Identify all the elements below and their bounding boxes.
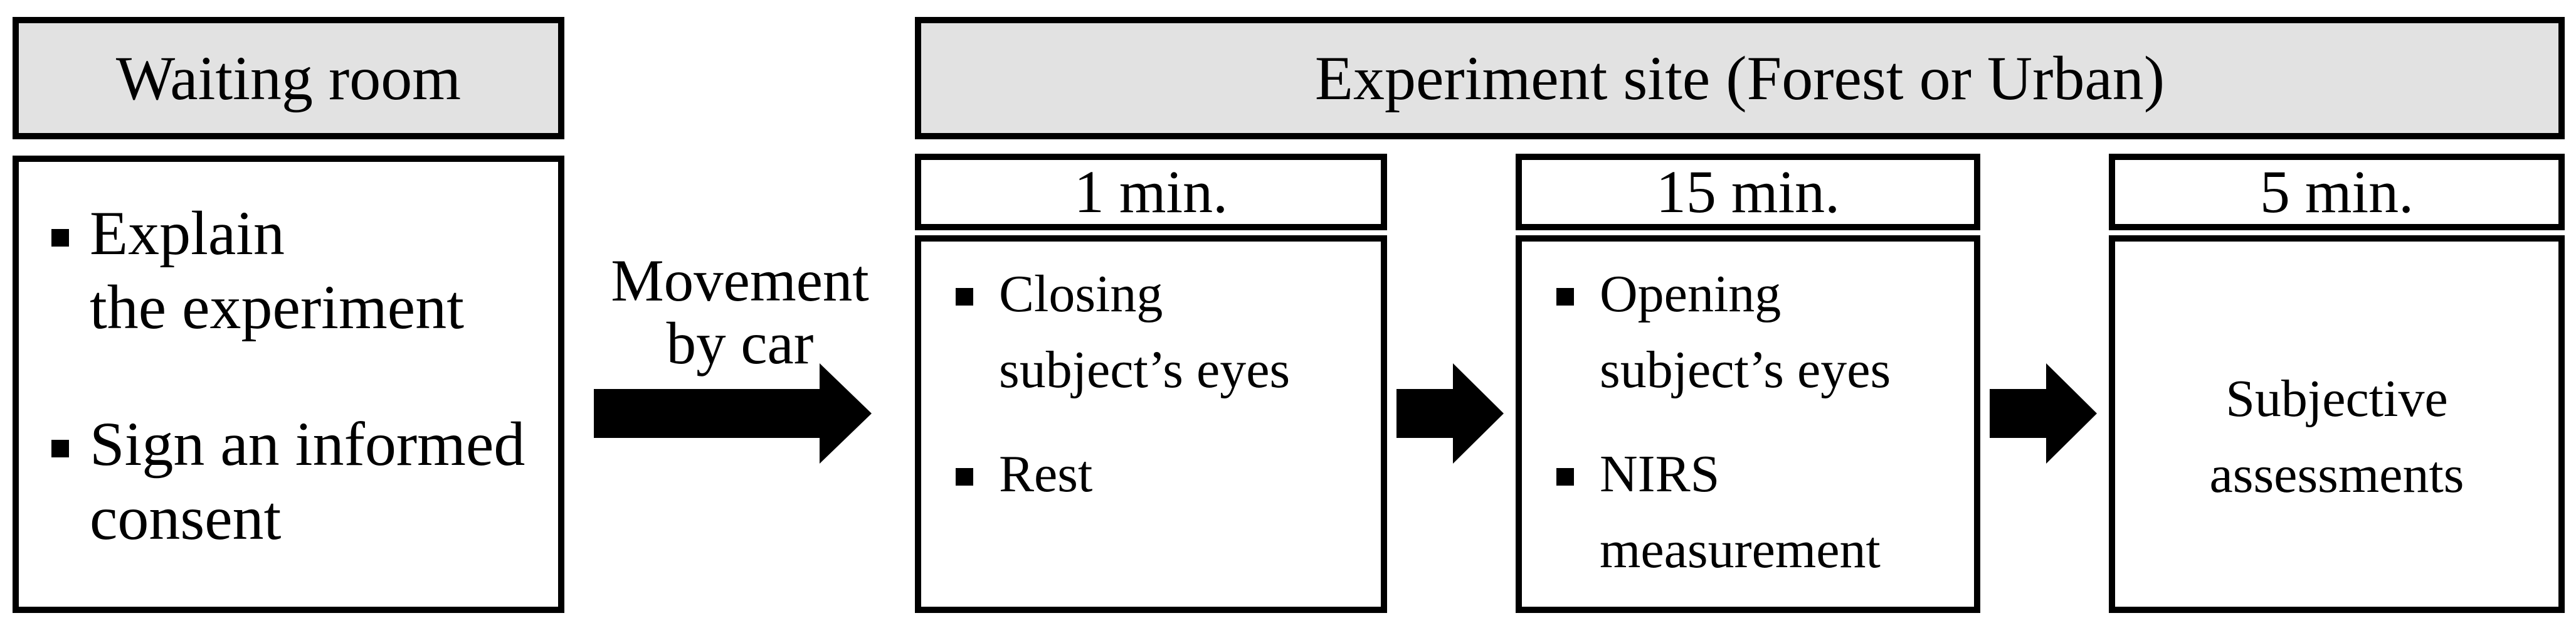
waiting-room-box: Explain the experiment Sign an informed … (13, 156, 564, 613)
phase3-duration-box: 5 min. (2109, 154, 2565, 230)
square-bullet-icon (51, 440, 69, 457)
phase1-box: Closing subject’s eyes Rest (915, 235, 1387, 613)
waiting-room-header: Waiting room (13, 17, 564, 139)
phase3-duration: 5 min. (2259, 158, 2414, 225)
movement-by-car-label: Movement by car (611, 247, 869, 376)
list-item-text: Closing subject’s eyes (999, 265, 1291, 399)
list-item-text: Explain the experiment (90, 198, 464, 342)
list-item: Explain the experiment (51, 196, 546, 344)
list-item: NIRS measurement (1556, 436, 1966, 588)
experiment-site-header: Experiment site (Forest or Urban) (915, 17, 2565, 139)
phase3-text: Subjective assessments (2209, 370, 2464, 504)
list-item: Opening subject’s eyes (1556, 256, 1966, 408)
list-item-text: Opening subject’s eyes (1600, 265, 1891, 399)
list-item-text: NIRS measurement (1600, 445, 1881, 579)
square-bullet-icon (956, 468, 973, 486)
list-item-text: Sign an informed consent (90, 409, 525, 553)
phase2-duration-box: 15 min. (1516, 154, 1980, 230)
square-bullet-icon (1556, 288, 1574, 306)
list-item: Closing subject’s eyes (956, 256, 1373, 408)
list-item-text: Rest (999, 445, 1093, 503)
square-bullet-icon (956, 288, 973, 306)
square-bullet-icon (51, 229, 69, 247)
movement-arrow-icon (594, 362, 873, 465)
list-item: Sign an informed consent (51, 407, 546, 555)
square-bullet-icon (1556, 468, 1574, 486)
phase-arrow-icon (1396, 362, 1505, 465)
phase3-box: Subjective assessments (2109, 235, 2565, 613)
experiment-site-title: Experiment site (Forest or Urban) (1314, 43, 2165, 113)
waiting-room-title: Waiting room (115, 43, 462, 113)
phase2-box: Opening subject’s eyes NIRS measurement (1516, 235, 1980, 613)
list-item: Rest (956, 436, 1373, 512)
phase1-duration-box: 1 min. (915, 154, 1387, 230)
phase2-duration: 15 min. (1655, 158, 1840, 225)
phase1-duration: 1 min. (1074, 158, 1228, 225)
phase-arrow-icon (1990, 362, 2098, 465)
